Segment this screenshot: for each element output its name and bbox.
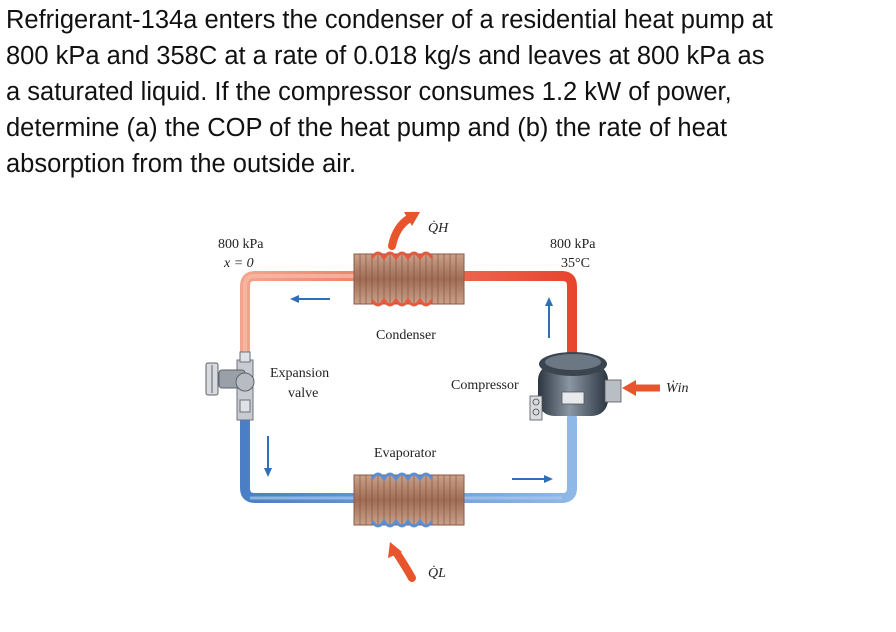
condenser-label: Condenser	[376, 328, 436, 343]
flow-arrow-up	[545, 297, 553, 338]
right-pressure-label: 800 kPa	[550, 237, 596, 252]
left-pressure-label: 800 kPa	[218, 237, 264, 252]
problem-line-1: Refrigerant-134a enters the condenser of…	[6, 6, 773, 34]
compressor	[529, 352, 622, 421]
expansion-label-line2: valve	[288, 386, 318, 401]
condenser-coil	[353, 251, 465, 307]
qh-label: Q̇H	[428, 220, 449, 236]
problem-line-3: a saturated liquid. If the compressor co…	[6, 78, 732, 106]
ql-label: Q̇L	[428, 565, 446, 581]
left-quality-label: x = 0	[223, 256, 254, 271]
ql-heat-arrow	[388, 542, 416, 582]
win-label: Ẇin	[666, 379, 689, 396]
compressor-label: Compressor	[451, 378, 519, 393]
problem-line-2: 800 kPa and 358C at a rate of 0.018 kg/s…	[6, 42, 765, 70]
flow-arrow-down	[264, 436, 272, 477]
problem-line-5: absorption from the outside air.	[6, 150, 357, 178]
expansion-valve	[205, 351, 255, 421]
problem-statement: Refrigerant-134a enters the condenser of…	[6, 2, 892, 182]
win-power-arrow	[622, 380, 660, 396]
qh-heat-arrow	[388, 212, 420, 250]
expansion-label-line1: Expansion	[270, 366, 329, 381]
evaporator-coil	[353, 472, 465, 528]
problem-line-4: determine (a) the COP of the heat pump a…	[6, 114, 728, 142]
evaporator-label: Evaporator	[374, 446, 437, 461]
flow-arrow-right	[512, 475, 553, 483]
right-temperature-label: 35°C	[561, 256, 590, 271]
flow-arrow-left	[290, 295, 330, 303]
